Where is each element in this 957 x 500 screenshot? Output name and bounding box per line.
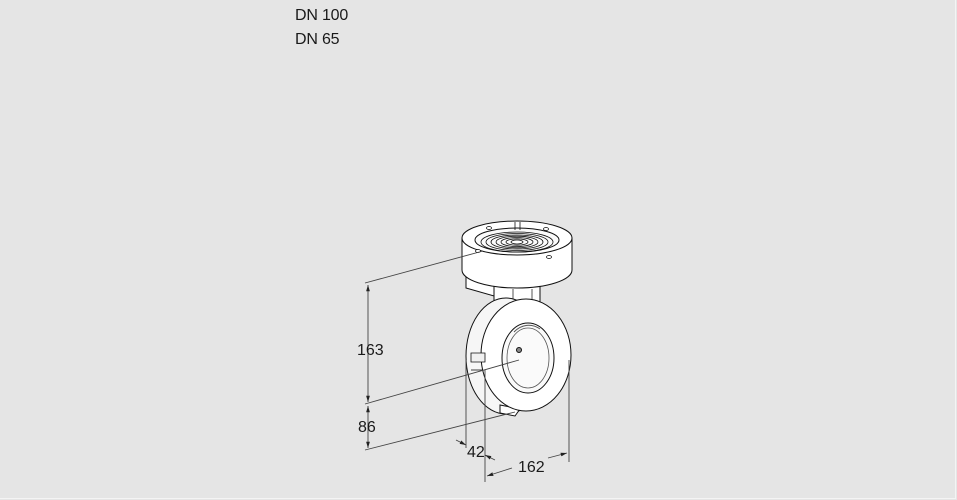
size-label-dn100: DN 100 (295, 7, 349, 24)
dimension-42: 42 (467, 444, 485, 461)
dimension-86: 86 (358, 419, 376, 436)
dimension-lines (364, 250, 570, 482)
valve-body (465, 297, 572, 417)
dimension-162: 162 (518, 459, 545, 476)
actuator-housing (461, 220, 573, 319)
dimension-163: 163 (357, 342, 384, 359)
size-label-dn65: DN 65 (295, 31, 340, 48)
